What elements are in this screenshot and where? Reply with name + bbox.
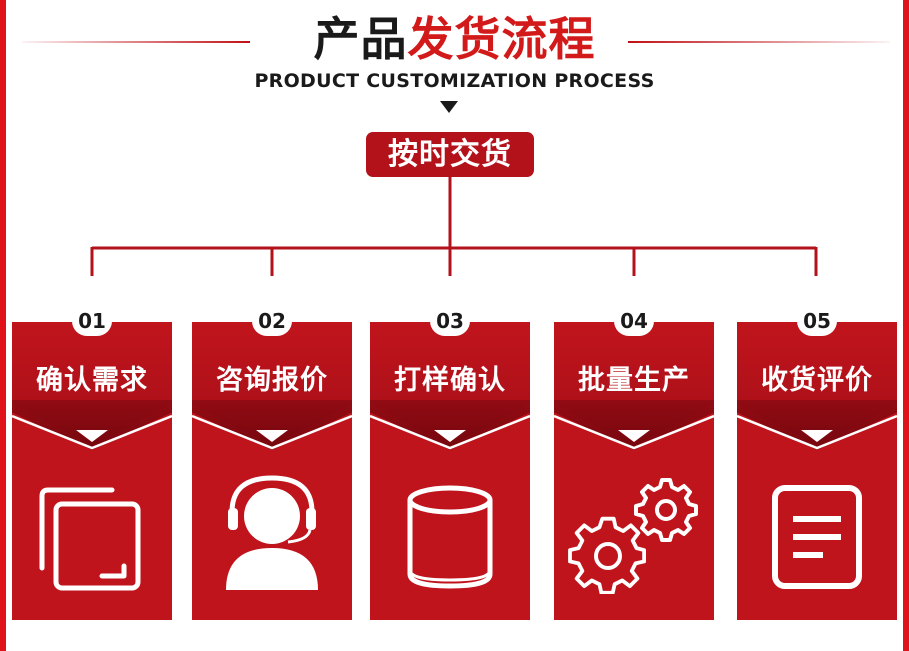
frame-left-border xyxy=(0,0,6,651)
step-number-1: 01 xyxy=(72,306,112,336)
chevron-down-icon xyxy=(256,430,288,442)
chevron-down-icon xyxy=(434,430,466,442)
page-title: 产品发货流程 xyxy=(0,10,909,68)
card-divider-v xyxy=(12,414,172,450)
step-card-4: 批量生产 xyxy=(554,322,714,620)
card-divider-v xyxy=(370,414,530,450)
step-label: 批量生产 xyxy=(578,365,690,396)
page-title-dark: 产品 xyxy=(313,12,408,66)
title-divider-right xyxy=(628,41,890,43)
step-label: 咨询报价 xyxy=(216,365,328,396)
step-card-1: 确认需求 xyxy=(12,322,172,620)
step-number-2: 02 xyxy=(252,306,292,336)
page-title-red: 发货流程 xyxy=(407,12,596,66)
headset-person-icon xyxy=(226,475,318,590)
frame-right-border xyxy=(903,0,909,651)
chevron-down-icon xyxy=(618,430,650,442)
step-card-2: 咨询报价 xyxy=(192,322,352,620)
page-subtitle: PRODUCT CUSTOMIZATION PROCESS xyxy=(254,70,655,92)
card-divider-v xyxy=(192,414,352,450)
step-label: 打样确认 xyxy=(394,365,506,396)
step-label: 确认需求 xyxy=(36,365,148,396)
document-icon xyxy=(772,485,862,589)
step-number-3: 03 xyxy=(430,306,470,336)
step-card-5: 收货评价 xyxy=(737,322,897,620)
card-divider-v xyxy=(737,414,897,450)
step-number-4: 04 xyxy=(614,306,654,336)
step-label: 收货评价 xyxy=(761,365,873,396)
step-number-5: 05 xyxy=(797,306,837,336)
frame-icon xyxy=(39,487,141,591)
title-divider-left xyxy=(22,41,250,43)
cylinder-icon xyxy=(407,485,493,589)
step-card-3: 打样确认 xyxy=(370,322,530,620)
card-divider-v xyxy=(554,414,714,450)
chevron-down-icon xyxy=(801,430,833,442)
gears-icon xyxy=(568,478,698,594)
chevron-down-icon xyxy=(76,430,108,442)
triangle-down-icon xyxy=(440,101,458,113)
root-node: 按时交货 xyxy=(366,132,534,177)
